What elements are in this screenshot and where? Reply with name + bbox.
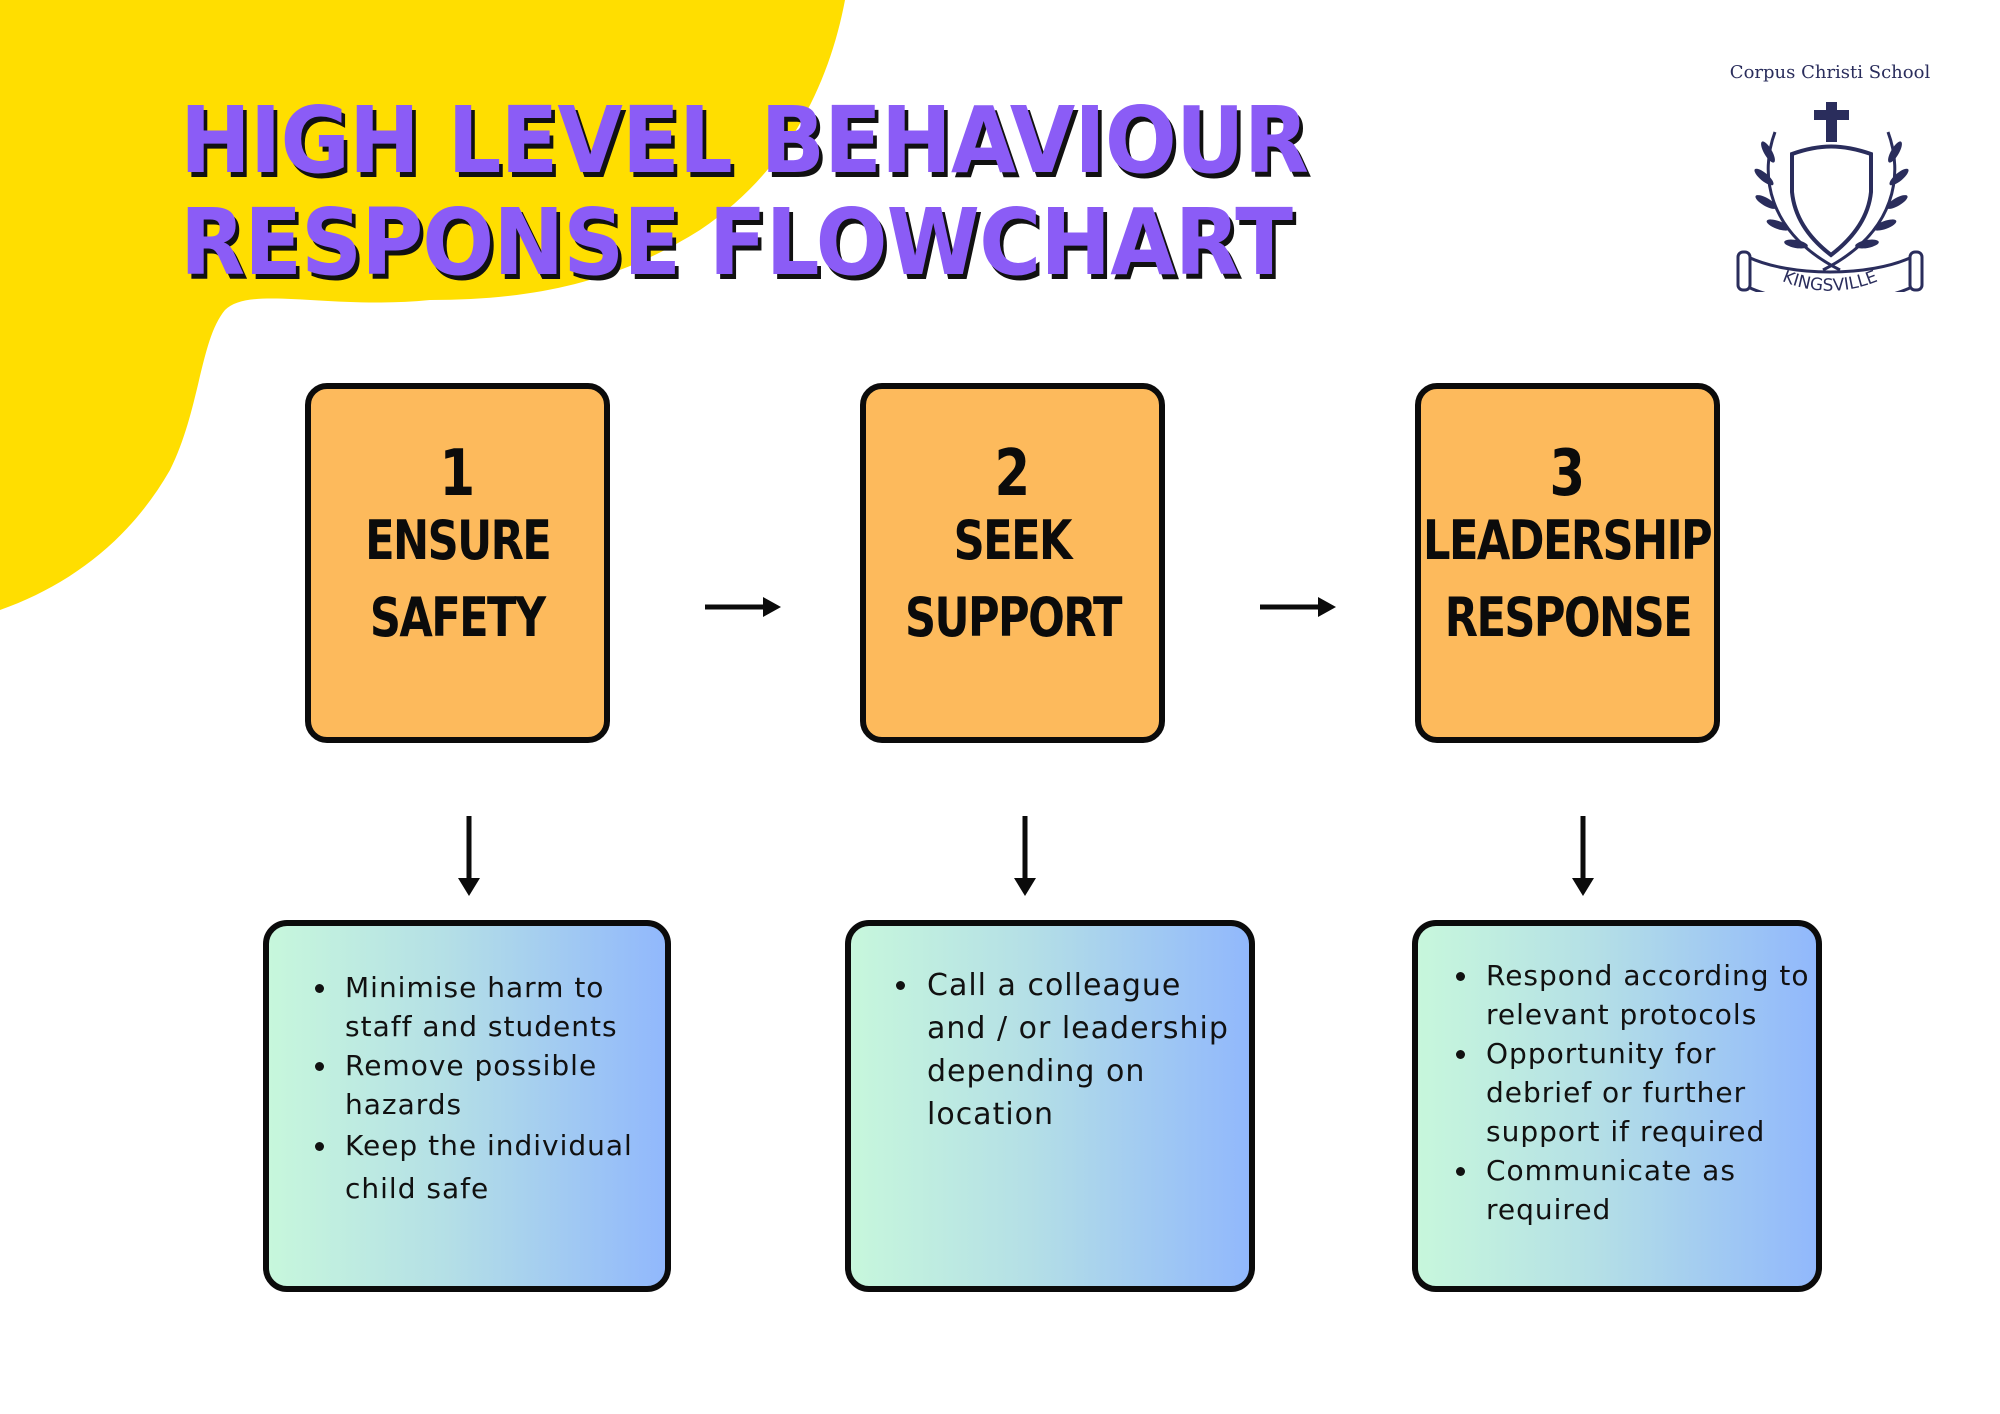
detail-box-seek-support: Call a colleague and / or leadership dep… — [845, 920, 1255, 1292]
list-item: Remove possible hazards — [339, 1046, 665, 1124]
detail-list: Minimise harm to staff and students Remo… — [269, 926, 665, 1210]
step-title-line-2: SUPPORT — [904, 586, 1122, 649]
detail-box-ensure-safety: Minimise harm to staff and students Remo… — [263, 920, 671, 1292]
arrow-down-icon — [1572, 816, 1594, 896]
step-box-ensure-safety: 1 ENSURE SAFETY — [305, 383, 610, 743]
list-item: Respond according to relevant protocols — [1480, 956, 1816, 1034]
list-item: Keep the individual child safe — [339, 1124, 665, 1210]
arrow-down-icon — [1014, 816, 1036, 896]
school-crest-icon: KINGSVILLE — [1736, 102, 1924, 292]
step-title-line-1: ENSURE — [364, 509, 552, 572]
step-box-leadership-response: 3 LEADERSHIP RESPONSE — [1415, 383, 1720, 743]
arrow-right-icon — [705, 597, 781, 617]
school-logo: Corpus Christi School KINGSVILLE — [1720, 62, 1940, 292]
list-item: Opportunity for debrief or further suppo… — [1480, 1034, 1816, 1151]
step-number: 2 — [994, 437, 1031, 511]
detail-box-leadership-response: Respond according to relevant protocols … — [1412, 920, 1822, 1292]
page-title: HIGH LEVEL BEHAVIOUR RESPONSE FLOWCHART — [180, 87, 1309, 296]
list-item: Minimise harm to staff and students — [339, 968, 665, 1046]
list-item: Call a colleague and / or leadership dep… — [921, 964, 1249, 1136]
arrow-down-icon — [458, 816, 480, 896]
school-name: Corpus Christi School — [1729, 62, 1931, 83]
step-number: 3 — [1549, 437, 1586, 511]
yellow-blob-decoration — [0, 0, 845, 610]
detail-list: Call a colleague and / or leadership dep… — [851, 926, 1249, 1136]
detail-list: Respond according to relevant protocols … — [1418, 926, 1816, 1229]
step-title-line-2: SAFETY — [370, 586, 546, 649]
step-number: 1 — [439, 437, 476, 511]
arrow-right-icon — [1260, 597, 1336, 617]
step-title-line-1: LEADERSHIP — [1423, 509, 1713, 572]
step-title-line-2: RESPONSE — [1444, 586, 1692, 649]
step-box-seek-support: 2 SEEK SUPPORT — [860, 383, 1165, 743]
title-line-1: HIGH LEVEL BEHAVIOUR — [180, 87, 1309, 194]
title-line-2: RESPONSE FLOWCHART — [180, 189, 1293, 296]
list-item: Communicate as required — [1480, 1151, 1816, 1229]
step-title-line-1: SEEK — [953, 509, 1073, 572]
